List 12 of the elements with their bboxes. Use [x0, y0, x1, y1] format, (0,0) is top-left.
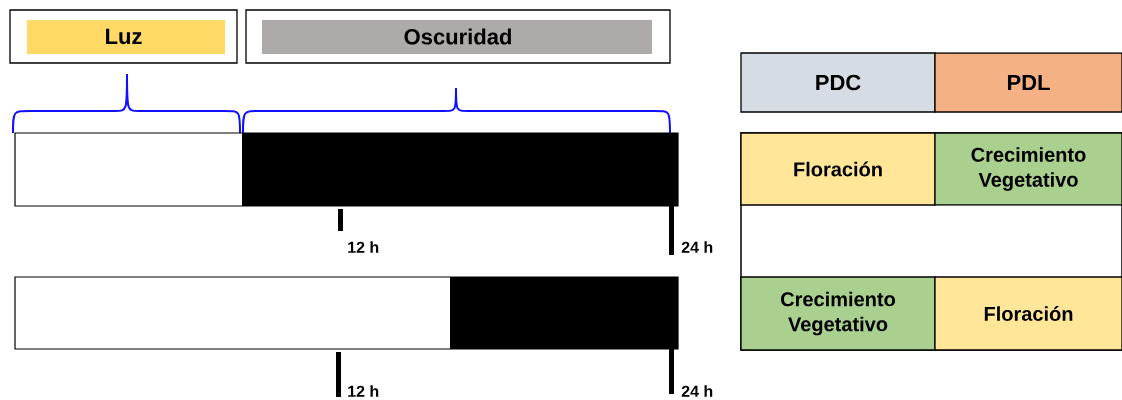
table-cell: Crecimiento Vegetativo [934, 132, 1122, 206]
light-label-box: Luz [9, 9, 238, 64]
tick-label: 12 h [348, 241, 379, 253]
header-cell: PDL [934, 52, 1122, 113]
tick-label: 24 h [681, 385, 713, 397]
table-cell: Floración [740, 132, 936, 206]
tick-label: 24 h [681, 241, 713, 253]
table-cell: Crecimiento Vegetativo [740, 276, 936, 351]
table-cell: Floración [934, 276, 1122, 351]
dark-label-box: Oscuridad [245, 9, 671, 64]
tick-label: 12 h [348, 385, 379, 397]
header-cell: PDC [740, 52, 936, 113]
